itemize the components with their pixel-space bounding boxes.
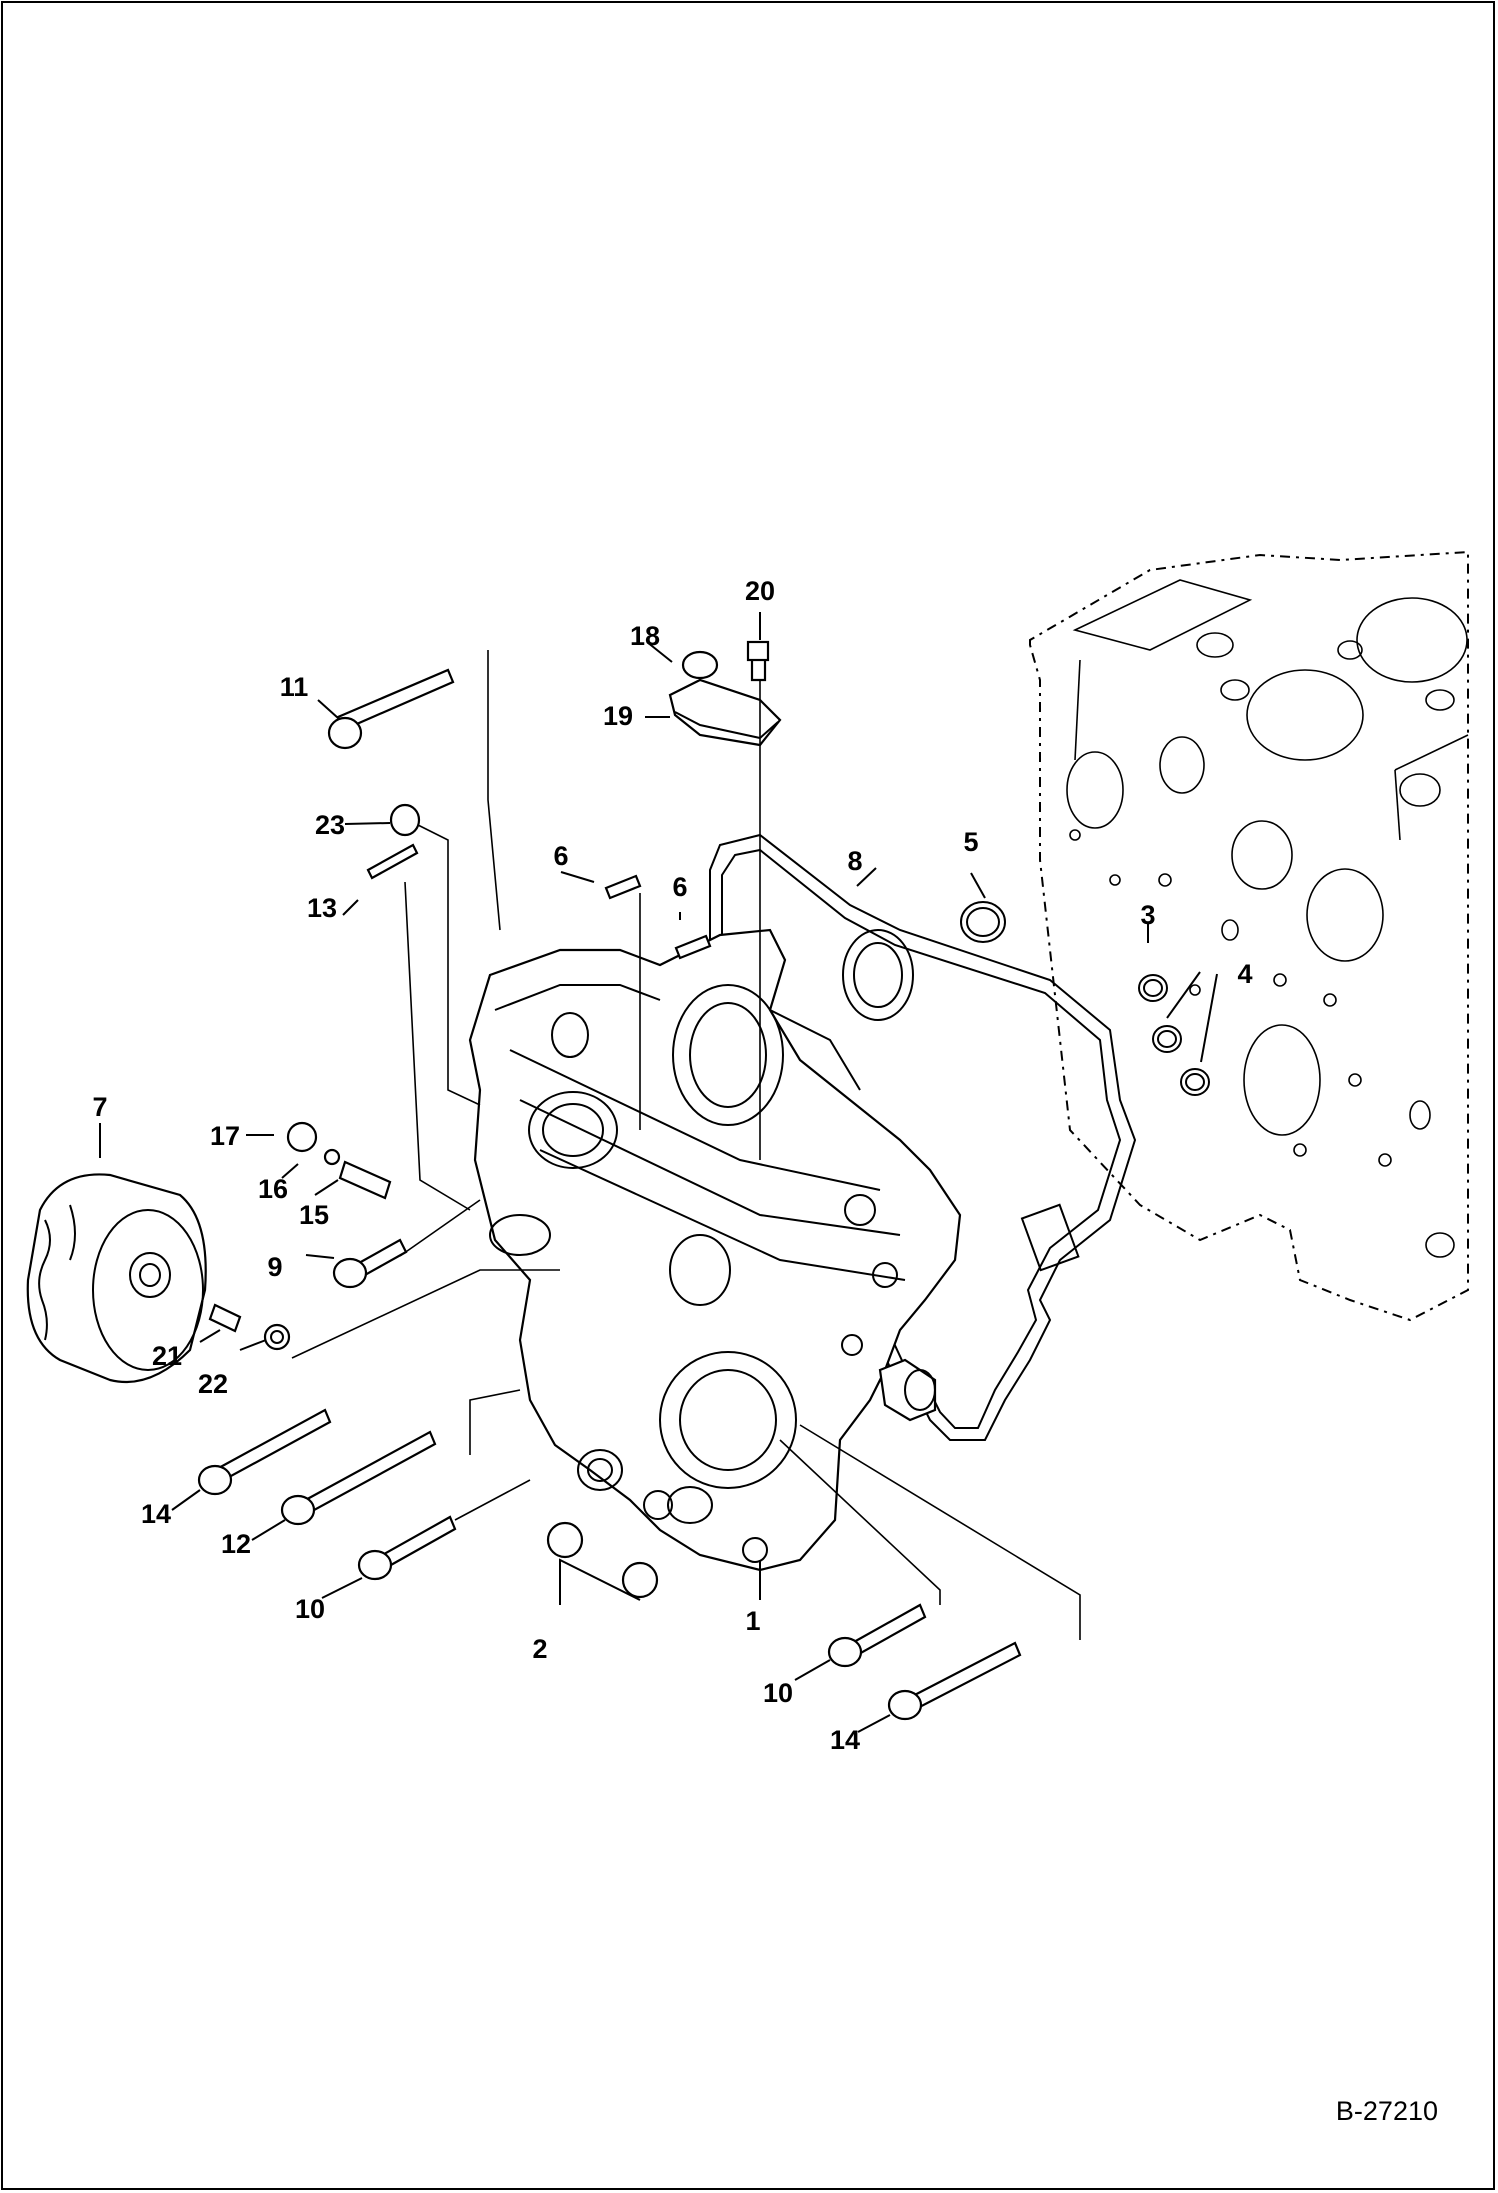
callout-22: 22 xyxy=(198,1369,228,1399)
callout-16: 16 xyxy=(258,1174,288,1204)
callout-5: 5 xyxy=(963,827,978,857)
callout-4: 4 xyxy=(1237,959,1252,989)
reference-number: B-27210 xyxy=(1336,2096,1438,2126)
callout-8: 8 xyxy=(847,846,862,876)
callout-7: 7 xyxy=(92,1092,107,1122)
callout-10a: 10 xyxy=(295,1594,325,1624)
callout-19: 19 xyxy=(603,701,633,731)
callout-18: 18 xyxy=(630,621,660,651)
callout-11: 11 xyxy=(280,672,309,702)
callout-3: 3 xyxy=(1140,900,1155,930)
callout-labels: 1 2 3 4 5 6 6 7 8 9 10 10 11 12 13 14 14… xyxy=(92,576,1438,2126)
callout-14a: 14 xyxy=(141,1499,171,1529)
oil-filter xyxy=(26,1173,207,1384)
callout-15: 15 xyxy=(299,1200,329,1230)
callout-9: 9 xyxy=(267,1252,282,1282)
bolts xyxy=(197,668,1022,1721)
callout-21: 21 xyxy=(152,1341,182,1371)
callout-12: 12 xyxy=(221,1529,251,1559)
callout-17: 17 xyxy=(210,1121,240,1151)
engine-block xyxy=(1029,550,1469,1322)
gear-case xyxy=(468,928,962,1572)
callout-6a: 6 xyxy=(553,841,568,871)
callout-6b: 6 xyxy=(672,872,687,902)
o-rings xyxy=(960,901,1210,1096)
callout-13: 13 xyxy=(307,893,337,923)
callout-20: 20 xyxy=(745,576,775,606)
callout-1: 1 xyxy=(745,1606,760,1636)
callout-2: 2 xyxy=(532,1634,547,1664)
small-parts xyxy=(208,640,782,1599)
callout-14b: 14 xyxy=(830,1725,860,1755)
callout-23: 23 xyxy=(315,810,345,840)
callout-10b: 10 xyxy=(763,1678,793,1708)
leader-lines xyxy=(99,612,1218,1733)
